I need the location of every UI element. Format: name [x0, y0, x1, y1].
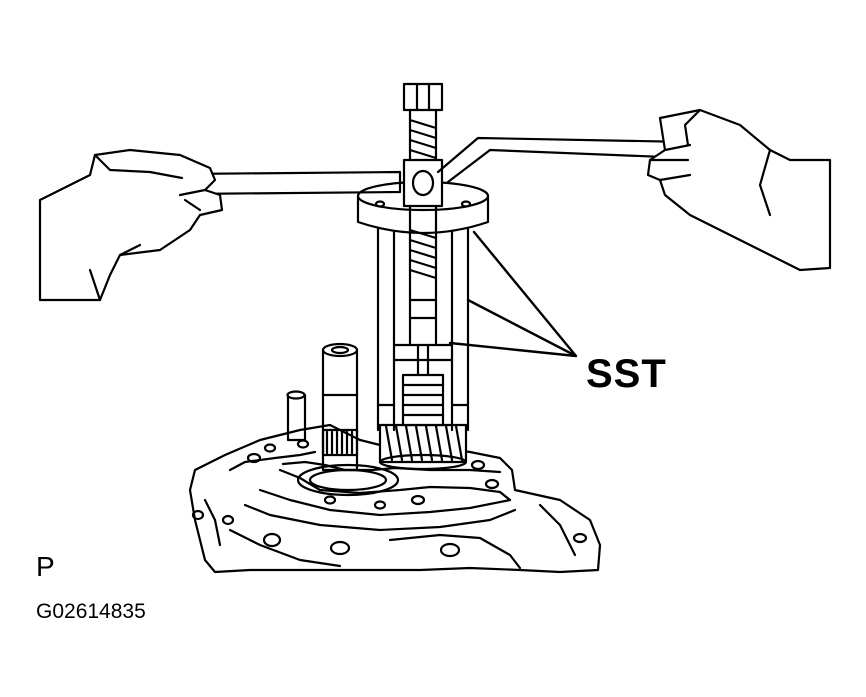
counter-gear [378, 373, 468, 471]
transmission-case [188, 423, 602, 574]
sst-leader-lines [448, 230, 578, 358]
view-marker: P [36, 551, 55, 582]
left-hand [38, 148, 224, 302]
center-bolt [402, 82, 444, 292]
right-hand [646, 108, 832, 272]
locating-pin [286, 390, 307, 442]
sst-callout-label: SST [586, 352, 667, 396]
left-wrench-bar [180, 170, 402, 196]
right-wrench-bar [436, 136, 692, 184]
figure-code: G02614835 [36, 600, 146, 623]
puller-frame [376, 220, 470, 432]
output-shaft [321, 342, 359, 472]
